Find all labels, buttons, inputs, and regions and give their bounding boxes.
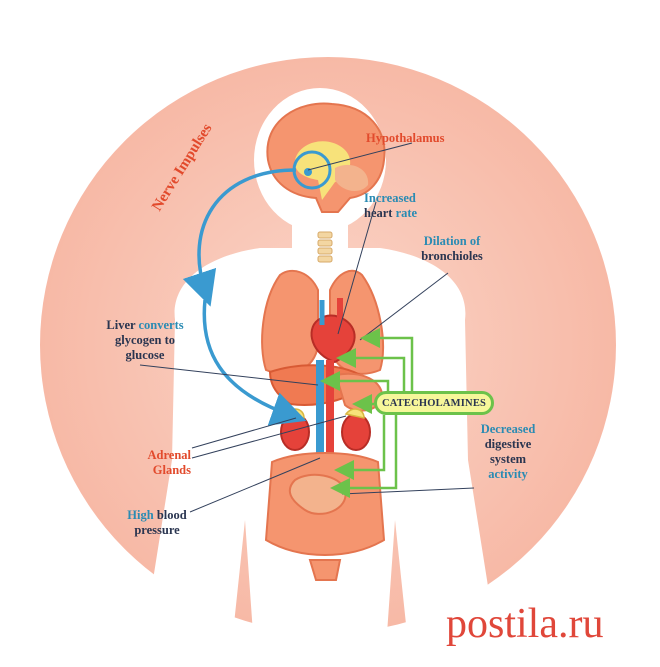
label-liver-line3: glucose	[125, 348, 165, 362]
nerve-impulse-arrow-2	[202, 299, 307, 426]
label-adrenal-line2: Glands	[152, 463, 191, 477]
catecholamines-badge: CATECHOLAMINES	[374, 391, 494, 415]
label-heart-rate-heart: heart	[364, 206, 393, 220]
label-adrenal-line1: Adrenal	[147, 448, 191, 462]
label-heart-rate-line1: Increased	[364, 191, 416, 205]
label-bronchioles-line1: Dilation of	[423, 234, 481, 248]
nerve-impulse-arrow	[182, 168, 297, 307]
label-liver: Liver converts glycogen to glucose	[80, 318, 210, 363]
label-digestive: Decreased digestive system activity	[468, 422, 548, 482]
label-hypothalamus: Hypothalamus	[366, 131, 445, 145]
label-liver-word: Liver	[106, 318, 139, 332]
vena-cava	[316, 360, 324, 470]
label-adrenal: Adrenal Glands	[125, 448, 191, 478]
label-digestive-line1: Decreased	[480, 422, 536, 436]
label-liver-line2: glycogen to	[114, 333, 176, 347]
leader-lines	[139, 142, 475, 513]
label-digestive-line2: digestive	[484, 437, 532, 451]
watermark-text: postila.ru	[446, 601, 604, 647]
aorta	[326, 360, 334, 470]
label-heart-rate-rest: rate	[392, 206, 418, 220]
label-high-bp: High blood pressure	[112, 508, 202, 538]
label-digestive-line3: system	[489, 452, 527, 466]
label-high-bp-high: High	[127, 508, 157, 522]
label-heart-rate: Increased heart rate	[364, 191, 417, 221]
label-bronchioles: Dilation of bronchioles	[412, 234, 492, 264]
catecholamine-lines	[320, 328, 414, 498]
label-high-bp-line2: pressure	[134, 523, 180, 537]
label-digestive-line4: activity	[488, 467, 528, 481]
spine	[317, 231, 333, 263]
brain	[266, 102, 386, 213]
intestines	[264, 452, 386, 581]
label-bronchioles-line2: bronchioles	[421, 249, 483, 263]
label-liver-converts: converts	[138, 318, 184, 332]
label-high-bp-blood: blood	[156, 508, 187, 522]
